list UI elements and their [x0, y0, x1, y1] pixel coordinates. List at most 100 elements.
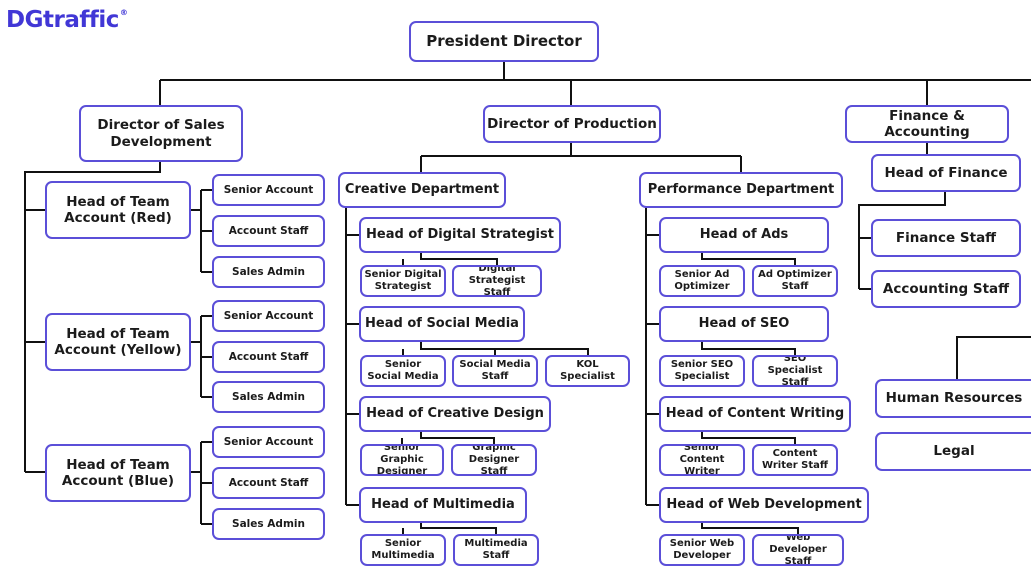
box-label: Ad Optimizer Staff — [758, 268, 832, 292]
connector-line — [420, 342, 589, 355]
box-label: Head of Creative Design — [366, 406, 544, 422]
box-label: Creative Department — [344, 182, 500, 198]
box-label: Legal — [933, 443, 975, 460]
connector-line — [420, 523, 497, 534]
accounting-staff-box: Accounting Staff — [871, 270, 1021, 308]
head-team-blue-box: Head of Team Account (Blue) — [45, 444, 191, 502]
box-label: Head of Digital Strategist — [366, 227, 554, 243]
box-label: Head of Finance — [884, 164, 1008, 181]
senior-account-box: Senior Account — [212, 426, 325, 458]
finance-staff-box: Finance Staff — [871, 219, 1021, 257]
box-label: Content Writer Staff — [761, 447, 829, 471]
connector-line — [701, 253, 796, 265]
box-label: Sales Admin — [232, 517, 305, 530]
account-staff-box: Account Staff — [212, 215, 325, 247]
finance-accounting-box: Finance & Accounting — [845, 105, 1009, 143]
box-label: Head of Team Account (Yellow) — [54, 325, 182, 358]
box-label: Head of Web Development — [666, 497, 862, 513]
senior-multimedia-box: Senior Multimedia — [360, 534, 446, 566]
box-label: Performance Department — [647, 182, 835, 198]
box-label: Head of Content Writing — [665, 406, 845, 422]
box-label: Director of Sales Development — [97, 117, 225, 150]
box-label: Web Developer Staff — [769, 534, 827, 566]
senior-web-developer-box: Senior Web Developer — [659, 534, 745, 566]
box-label: KOL Specialist — [560, 358, 615, 382]
connector-line — [701, 432, 796, 444]
head-content-writing-box: Head of Content Writing — [659, 396, 851, 432]
seo-specialist-staff-box: SEO Specialist Staff — [752, 355, 838, 387]
connector-line — [24, 162, 161, 472]
senior-account-box: Senior Account — [212, 300, 325, 332]
head-ads-box: Head of Ads — [659, 217, 829, 253]
box-label: Senior Ad Optimizer — [674, 268, 730, 292]
box-label: Head of Team Account (Blue) — [61, 456, 175, 489]
creative-department-box: Creative Department — [338, 172, 506, 208]
social-media-staff-box: Social Media Staff — [452, 355, 538, 387]
head-team-red-box: Head of Team Account (Red) — [45, 181, 191, 239]
box-label: Social Media Staff — [459, 358, 531, 382]
box-label: Head of Social Media — [365, 316, 519, 332]
senior-seo-specialist-box: Senior SEO Specialist — [659, 355, 745, 387]
box-label: Sales Admin — [232, 390, 305, 403]
account-staff-box: Account Staff — [212, 341, 325, 373]
senior-graphic-designer-box: Senior Graphic Designer — [360, 444, 444, 476]
box-label: Finance Staff — [895, 229, 997, 246]
box-label: Senior Account — [223, 309, 314, 322]
sales-admin-box: Sales Admin — [212, 508, 325, 540]
content-writer-staff-box: Content Writer Staff — [752, 444, 838, 476]
connector-line — [420, 253, 498, 265]
connector-line — [701, 523, 799, 534]
box-label: Senior Graphic Designer — [376, 444, 428, 476]
box-label: Graphic Designer Staff — [468, 444, 520, 476]
box-label: Senior Digital Strategist — [364, 268, 442, 292]
sales-admin-box: Sales Admin — [212, 381, 325, 413]
box-label: Head of Ads — [699, 227, 789, 243]
head-creative-design-box: Head of Creative Design — [359, 396, 551, 432]
senior-ad-optimizer-box: Senior Ad Optimizer — [659, 265, 745, 297]
box-label: Senior Social Media — [367, 358, 439, 382]
legal-box: Legal — [875, 432, 1031, 471]
box-label: Digital Strategist Staff — [468, 265, 526, 297]
box-label: Senior Web Developer — [669, 537, 735, 561]
senior-content-writer-box: Senior Content Writer — [659, 444, 745, 476]
box-label: Finance & Accounting — [884, 107, 970, 140]
box-label: Head of Team Account (Red) — [64, 193, 172, 226]
connector-line — [701, 342, 796, 355]
human-resources-box: Human Resources — [875, 379, 1031, 418]
logo-text-rest: traffic — [42, 7, 119, 33]
box-label: Account Staff — [228, 476, 309, 489]
box-label: Account Staff — [228, 350, 309, 363]
account-staff-box: Account Staff — [212, 467, 325, 499]
head-multimedia-box: Head of Multimedia — [359, 487, 527, 523]
sales-admin-box: Sales Admin — [212, 256, 325, 288]
box-label: Head of Multimedia — [371, 497, 515, 513]
head-team-yellow-box: Head of Team Account (Yellow) — [45, 313, 191, 371]
box-label: Director of Production — [487, 115, 657, 132]
box-label: President Director — [426, 32, 582, 51]
head-seo-box: Head of SEO — [659, 306, 829, 342]
performance-department-box: Performance Department — [639, 172, 843, 208]
box-label: SEO Specialist Staff — [767, 355, 823, 387]
kol-specialist-box: KOL Specialist — [545, 355, 630, 387]
graphic-designer-staff-box: Graphic Designer Staff — [451, 444, 537, 476]
ad-optimizer-staff-box: Ad Optimizer Staff — [752, 265, 838, 297]
multimedia-staff-box: Multimedia Staff — [453, 534, 539, 566]
box-label: Senior Multimedia — [371, 537, 435, 561]
connector-line — [858, 192, 946, 289]
senior-digital-strategist-box: Senior Digital Strategist — [360, 265, 446, 297]
box-label: Senior Account — [223, 183, 314, 196]
box-label: Senior Account — [223, 435, 314, 448]
senior-account-box: Senior Account — [212, 174, 325, 206]
digital-strategist-staff-box: Digital Strategist Staff — [452, 265, 542, 297]
box-label: Senior SEO Specialist — [670, 358, 734, 382]
connector-line — [420, 432, 495, 444]
logo-text-dg: DG — [6, 7, 43, 33]
box-label: Human Resources — [885, 390, 1023, 407]
senior-social-media-box: Senior Social Media — [360, 355, 446, 387]
head-web-development-box: Head of Web Development — [659, 487, 869, 523]
box-label: Senior Content Writer — [679, 444, 725, 476]
web-developer-staff-box: Web Developer Staff — [752, 534, 844, 566]
president-director-box: President Director — [409, 21, 599, 62]
